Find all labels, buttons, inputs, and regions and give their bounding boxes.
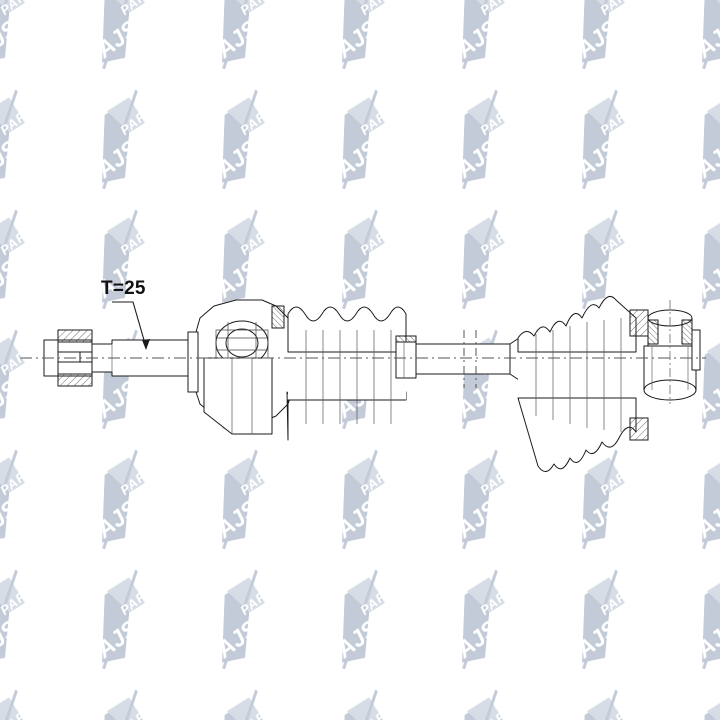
outer-cv-joint-housing xyxy=(629,300,701,441)
spline-count-label: T=25 xyxy=(101,278,146,299)
boot-clamp-small xyxy=(395,335,417,379)
inner-spline-stub xyxy=(43,329,93,387)
